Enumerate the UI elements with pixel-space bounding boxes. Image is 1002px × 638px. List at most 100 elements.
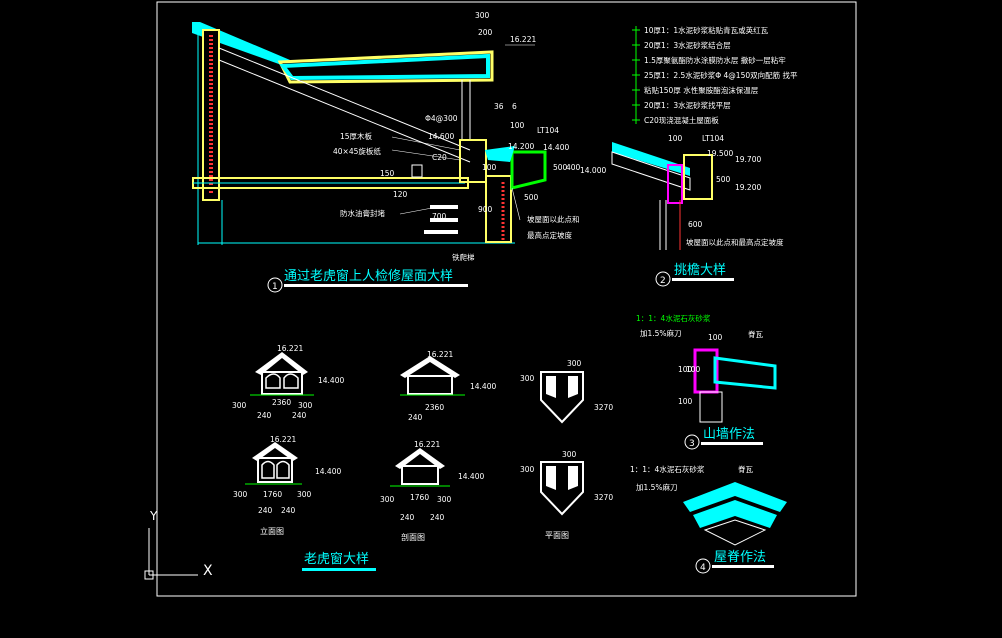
eave-slope: 坡屋面以此点和最高点定坡度 xyxy=(686,237,784,247)
dormer-plan1-d300b: 300 xyxy=(567,359,582,368)
dormer-sect1-e16221: 16.221 xyxy=(427,350,453,359)
upstand xyxy=(459,139,487,183)
dormer-sect2-d1760: 1760 xyxy=(410,493,429,502)
ucs-icon: Y X xyxy=(144,509,213,580)
beam xyxy=(485,175,512,243)
gable-d100d: 100 xyxy=(678,397,693,406)
layer-note-7: C20现浇混凝土屋面板 xyxy=(644,115,719,125)
dormer-details: 16.221 14.400 300 2360 300 240 240 16.22… xyxy=(232,344,613,571)
dormer-elev2-windows xyxy=(261,460,290,479)
dormer-elevation-label: 立面图 xyxy=(260,526,284,536)
note-c20: C20 xyxy=(432,153,447,162)
elev-14600: 14.600 xyxy=(428,132,454,141)
note-batten: 40×45旋板纸 xyxy=(333,146,381,156)
dormer-sect2-e16221: 16.221 xyxy=(414,440,440,449)
layer-note-2: 20厚1：3水泥砂浆结合层 xyxy=(644,40,731,50)
detail-2-eave: 10厚1：1水泥砂浆粘贴青瓦或英红瓦 20厚1：3水泥砂浆结合层 1.5厚聚氨酯… xyxy=(611,25,798,287)
note-board: 15厚木板 xyxy=(340,131,373,141)
dormer-section-1: 16.221 14.400 2360 240 xyxy=(400,350,496,422)
dormer-elev1-d2360: 2360 xyxy=(272,398,291,407)
leader-seal xyxy=(399,207,433,215)
detail-4-number-circle xyxy=(695,558,711,574)
ladder-rung-1 xyxy=(430,205,458,209)
dormer-sect1-e14400: 14.400 xyxy=(470,382,496,391)
layer-note-4: 25厚1：2.5水泥砂浆Φ 4@150双向配筋 找平 xyxy=(644,70,798,80)
detail-1-title-underline xyxy=(284,284,468,287)
gable-fiber: 加1.5%麻刀 xyxy=(640,328,682,338)
dim-100a: 100 xyxy=(510,121,525,130)
leader-batten xyxy=(391,149,461,161)
eave-d600: 600 xyxy=(688,220,703,229)
eave-e19500: 19.500 xyxy=(707,149,733,158)
dim-500a: 500 xyxy=(553,163,568,172)
ridge-cap-cyan xyxy=(683,482,787,512)
ridge-tiles-cyan xyxy=(693,500,777,528)
dim-36: 36 xyxy=(494,102,504,111)
note-slope2: 最高点定坡度 xyxy=(527,230,572,240)
layer-note-6: 20厚1：3水泥砂浆找平层 xyxy=(644,100,731,110)
dormer-elev2-e14400: 14.400 xyxy=(315,467,341,476)
detail-3-number: 3 xyxy=(689,439,695,449)
dormer-plan2-outline xyxy=(540,461,584,516)
detail-1-title: 通过老虎窗上人检修屋面大样 xyxy=(284,268,453,284)
dormer-elev2-d300b: 300 xyxy=(297,490,312,499)
detail-1-number-circle xyxy=(267,277,283,293)
dormer-sect1-body xyxy=(407,375,453,395)
detail-4-title: 屋脊作法 xyxy=(714,550,766,565)
dormer-sect2-e14400: 14.400 xyxy=(458,472,484,481)
dormer-plan1-wall-left xyxy=(546,376,556,398)
ladder-rung-2 xyxy=(430,218,458,222)
dormer-elev1-d300b: 300 xyxy=(298,401,313,410)
dormer-plan2-wall-right xyxy=(568,466,578,490)
gutter-green xyxy=(510,150,547,190)
ucs-x-label: X xyxy=(203,563,213,579)
dormer-elev2-body xyxy=(257,457,293,483)
drawing-frame xyxy=(156,1,857,597)
dormer-title-underline xyxy=(302,568,376,571)
layer-note-3: 1.5厚聚氨酯防水涂膜防水层 撒砂一层粘牢 xyxy=(644,55,786,65)
gable-d100a: 100 xyxy=(708,333,723,342)
layer-ticks xyxy=(632,29,640,121)
dormer-sect2-roof xyxy=(395,448,445,469)
gable-mortar: 1：1：4水泥石灰砂浆 xyxy=(636,313,711,323)
rafter-line-1 xyxy=(218,47,471,151)
dormer-plan1-wall-right xyxy=(568,376,578,398)
dormer-plan-label: 平面图 xyxy=(545,531,569,540)
dormer-elevation-1: 16.221 14.400 300 2360 300 240 240 xyxy=(232,344,344,420)
dim-6: 6 xyxy=(512,102,517,111)
dim-150: 150 xyxy=(380,169,395,178)
gable-tile: 脊瓦 xyxy=(748,329,763,339)
eave-dim-100: 100 xyxy=(668,134,683,143)
dormer-elev2-d300a: 300 xyxy=(233,490,248,499)
ridge-fiber: 加1.5%麻刀 xyxy=(636,482,678,492)
dormer-sect2-d300a: 300 xyxy=(380,495,395,504)
elev-14200: 14.200 xyxy=(508,142,534,151)
eave-gutter xyxy=(667,164,683,204)
note-slope1: 坡屋面以此点和 xyxy=(527,214,580,224)
dormer-plan-2: 300 300 3270 平面图 xyxy=(520,450,613,540)
detail-1-roof-section: 300 200 16.221 36 6 100 Φ4@300 14.600 14… xyxy=(192,11,606,293)
dim-100c: 100 xyxy=(482,163,497,172)
eave-lt104: LT104 xyxy=(702,134,724,143)
detail-2-title: 挑檐大样 xyxy=(674,263,726,278)
dormer-elev1-d240a: 240 xyxy=(257,411,272,420)
dormer-elev1-d300a: 300 xyxy=(232,401,247,410)
layer-note-5: 粘贴150厚 水性聚胺酯泡沫保温层 xyxy=(644,85,759,95)
ridge-core xyxy=(703,519,767,546)
detail-2-number: 2 xyxy=(660,276,666,286)
small-box xyxy=(411,164,423,178)
dim-500b: 500 xyxy=(524,193,539,202)
detail-4-number: 4 xyxy=(700,563,706,573)
dormer-plan2-d300a: 300 xyxy=(520,465,535,474)
eave-e19200: 19.200 xyxy=(735,183,761,192)
dormer-plan2-d300b: 300 xyxy=(562,450,577,459)
ridge-tile: 脊瓦 xyxy=(738,464,753,474)
gable-d100c: 100 xyxy=(686,365,701,374)
dormer-elev1-e16221: 16.221 xyxy=(277,344,303,353)
dormer-elev2-roof xyxy=(252,442,298,461)
dormer-sect2-body xyxy=(401,465,439,485)
detail-1-number: 1 xyxy=(272,282,278,292)
detail-3-title-underline xyxy=(701,442,763,445)
elev-14400: 14.400 xyxy=(543,143,569,152)
detail-4-title-underline xyxy=(712,565,774,568)
